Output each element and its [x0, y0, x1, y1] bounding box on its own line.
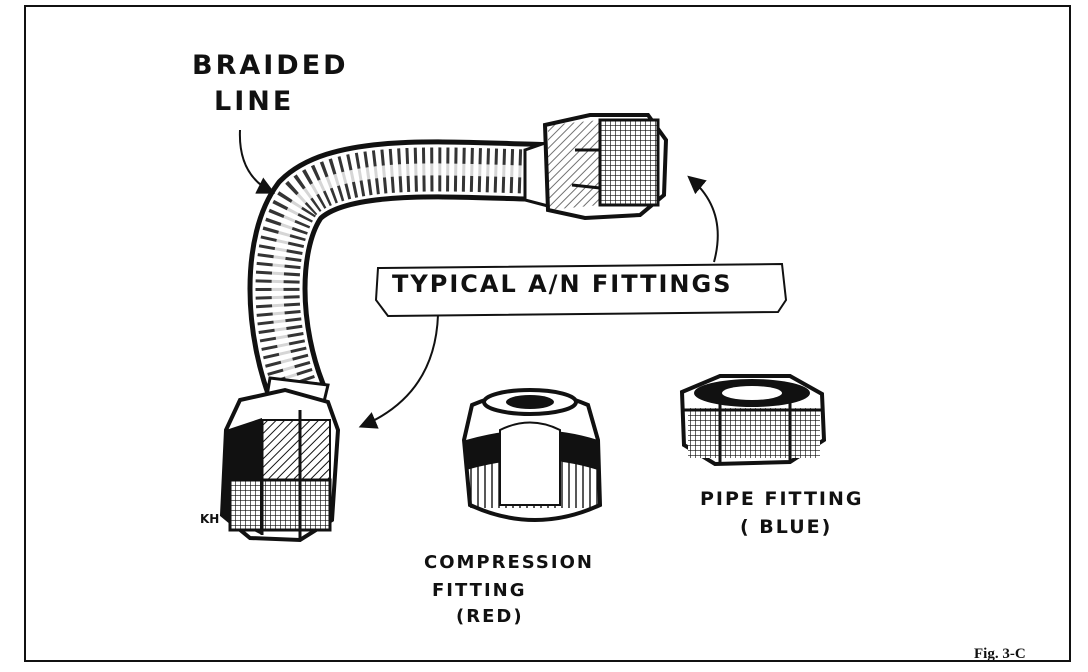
artist-initials: KH: [200, 512, 220, 526]
braided-line-label-2: LINE: [214, 86, 295, 117]
callout-arrow-down: [358, 314, 439, 429]
compression-fitting: [461, 388, 603, 522]
pipe-fitting: [679, 374, 827, 467]
compression-fitting-label: COMPRESSION: [424, 552, 594, 573]
pipe-fitting-label: PIPE FITTING: [700, 488, 864, 510]
hose-fitting-bottom: [219, 376, 341, 543]
figure-caption: Fig. 3-C: [974, 646, 1026, 662]
braided-line-label: BRAIDED: [192, 50, 349, 81]
typical-callout-box: [374, 262, 788, 318]
braided-line-arrow: [238, 129, 276, 194]
callout-arrow-up: [687, 175, 719, 263]
compression-fitting-label-2: FITTING: [432, 580, 527, 601]
braided-line: [247, 139, 546, 412]
compression-fitting-color: (RED): [456, 606, 524, 627]
pipe-fitting-color: ( BLUE): [740, 516, 833, 538]
typical-fittings-label: TYPICAL A/N FITTINGS: [392, 270, 733, 298]
page-border: [24, 5, 1071, 662]
hose-fitting-top: [523, 113, 669, 221]
